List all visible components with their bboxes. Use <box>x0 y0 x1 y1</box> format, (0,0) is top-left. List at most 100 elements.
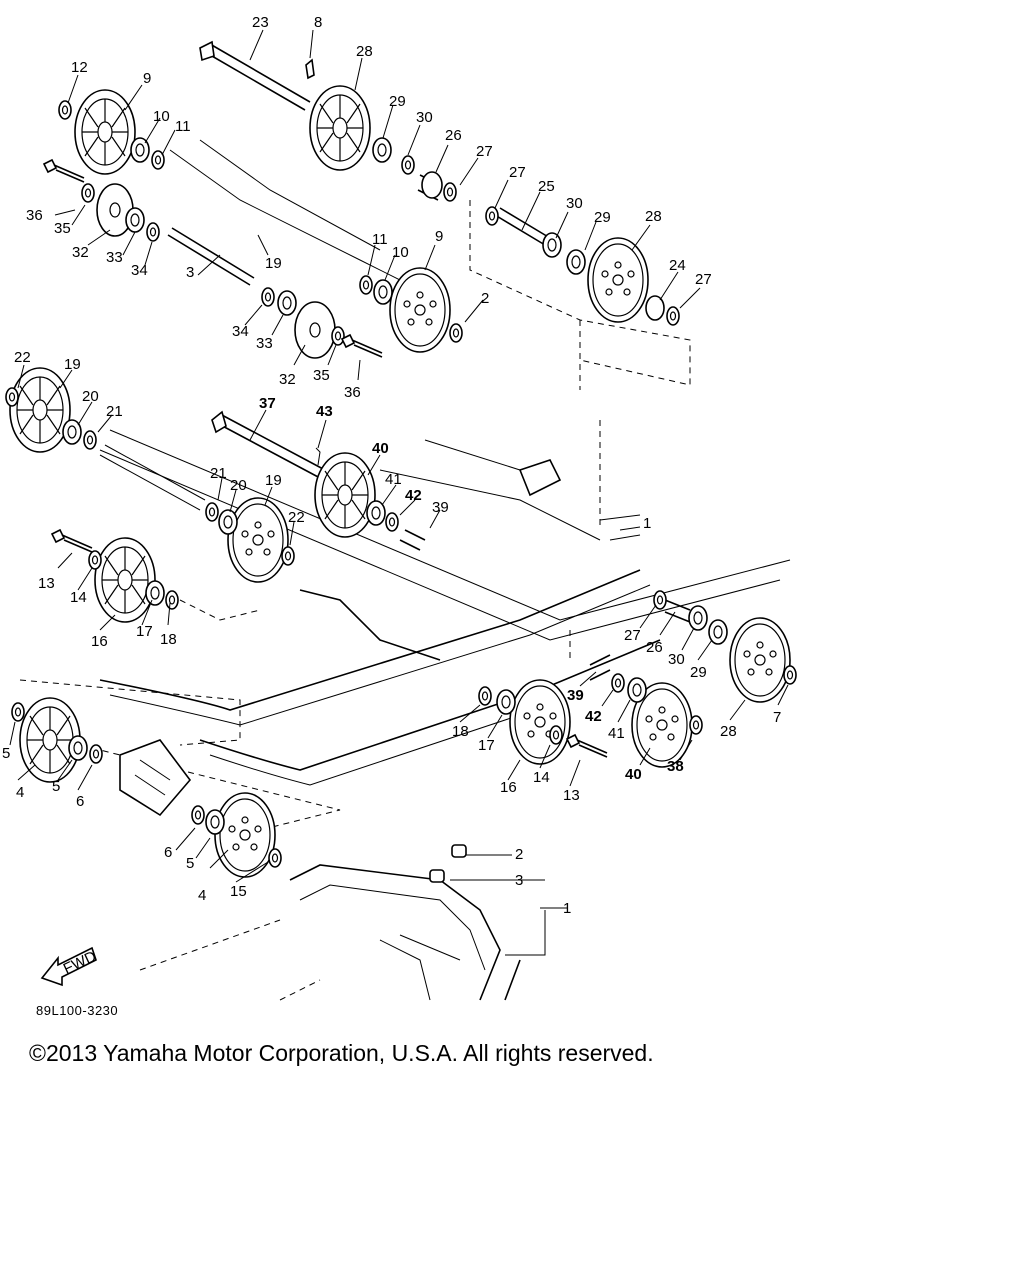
callout-32: 32 <box>72 244 89 261</box>
fwd-arrow: FWD <box>40 946 99 987</box>
copyright-notice: ©2013 Yamaha Motor Corporation, U.S.A. A… <box>29 1040 654 1066</box>
callout-33: 33 <box>106 249 123 266</box>
callout-23: 23 <box>252 14 269 31</box>
callout-22: 22 <box>288 509 305 526</box>
track-belt <box>289 844 546 1001</box>
callout-22: 22 <box>14 349 31 366</box>
callout-17: 17 <box>136 623 153 640</box>
callout-37: 37 <box>259 395 276 412</box>
callout-5: 5 <box>52 778 60 795</box>
wheel-9-lower <box>389 267 451 353</box>
wheel-28-lower <box>729 617 791 703</box>
callout-4: 4 <box>198 887 206 904</box>
wheel-19-left <box>9 367 71 453</box>
callout-41: 41 <box>385 471 402 488</box>
callout-35: 35 <box>54 220 71 237</box>
shafts <box>99 40 691 681</box>
small-parts <box>5 58 797 868</box>
callout-26: 26 <box>445 127 462 144</box>
callout-3: 3 <box>515 872 523 889</box>
callout-35: 35 <box>313 367 330 384</box>
callout-30: 30 <box>566 195 583 212</box>
leader-lines <box>9 29 789 909</box>
wheel-16-left <box>94 537 156 623</box>
callout-21: 21 <box>106 403 123 420</box>
callout-19: 19 <box>265 472 282 489</box>
guide-lines <box>19 200 691 1001</box>
slide-rail-frame <box>99 139 791 786</box>
callout-39: 39 <box>567 687 584 704</box>
callout-19: 19 <box>265 255 282 272</box>
callout-5: 5 <box>2 745 10 762</box>
callout-11: 11 <box>372 231 388 248</box>
callout-34: 34 <box>131 262 148 279</box>
callout-29: 29 <box>594 209 611 226</box>
callout-11: 11 <box>175 118 191 135</box>
callout-5: 5 <box>186 855 194 872</box>
callout-28: 28 <box>645 208 662 225</box>
callout-10: 10 <box>392 244 409 261</box>
callout-38: 38 <box>667 758 684 775</box>
wheel-28-upper <box>309 85 371 171</box>
callout-4: 4 <box>16 784 24 801</box>
callout-16: 16 <box>91 633 108 650</box>
wheel-19-center <box>227 497 289 583</box>
wheel-28-right <box>587 237 649 323</box>
callout-27: 27 <box>624 627 641 644</box>
callout-26: 26 <box>646 639 663 656</box>
callout-14: 14 <box>533 769 550 786</box>
callout-3: 3 <box>186 264 194 281</box>
callout-8: 8 <box>314 14 322 31</box>
callout-13: 13 <box>38 575 55 592</box>
callout-36: 36 <box>344 384 361 401</box>
callout-17: 17 <box>478 737 495 754</box>
drawing-code: 89L100-3230 <box>36 1003 119 1018</box>
wheel-4-lower <box>214 792 276 878</box>
callout-20: 20 <box>82 388 99 405</box>
callout-13: 13 <box>563 787 580 804</box>
callout-18: 18 <box>452 723 469 740</box>
callout-1: 1 <box>643 515 651 532</box>
callout-41: 41 <box>608 725 625 742</box>
callout-27: 27 <box>695 271 712 288</box>
callout-30: 30 <box>668 651 685 668</box>
callout-29: 29 <box>389 93 406 110</box>
callout-7: 7 <box>773 709 781 726</box>
callout-1: 1 <box>563 900 571 917</box>
callout-9: 9 <box>143 70 151 87</box>
wheel-9-upper <box>74 89 136 175</box>
callout-40: 40 <box>625 766 642 783</box>
callout-28: 28 <box>720 723 737 740</box>
callout-25: 25 <box>538 178 555 195</box>
callout-10: 10 <box>153 108 170 125</box>
callout-labels: 23 8 28 12 9 10 11 29 30 26 27 27 25 30 … <box>2 14 781 917</box>
callout-18: 18 <box>160 631 177 648</box>
callout-42: 42 <box>585 708 602 725</box>
callout-30: 30 <box>416 109 433 126</box>
callout-36: 36 <box>26 207 43 224</box>
fwd-label: FWD <box>61 948 99 978</box>
callout-6: 6 <box>76 793 84 810</box>
callout-19: 19 <box>64 356 81 373</box>
callout-14: 14 <box>70 589 87 606</box>
callout-33: 33 <box>256 335 273 352</box>
callout-21: 21 <box>210 465 227 482</box>
callout-2: 2 <box>515 846 523 863</box>
parts-exploded-diagram: FWD 23 8 28 12 9 10 11 29 30 26 27 27 25… <box>2 14 797 1001</box>
callout-15: 15 <box>230 883 247 900</box>
callout-2: 2 <box>481 290 489 307</box>
callout-43: 43 <box>316 403 333 420</box>
callout-40: 40 <box>372 440 389 457</box>
callout-20: 20 <box>230 477 247 494</box>
callout-29: 29 <box>690 664 707 681</box>
callout-42: 42 <box>405 487 422 504</box>
wheel-16-lower <box>509 679 571 765</box>
callout-12: 12 <box>71 59 88 76</box>
wheel-40-center <box>314 452 376 538</box>
callout-39: 39 <box>432 499 449 516</box>
callout-28: 28 <box>356 43 373 60</box>
callout-6: 6 <box>164 844 172 861</box>
callout-9: 9 <box>435 228 443 245</box>
callout-16: 16 <box>500 779 517 796</box>
callout-32: 32 <box>279 371 296 388</box>
